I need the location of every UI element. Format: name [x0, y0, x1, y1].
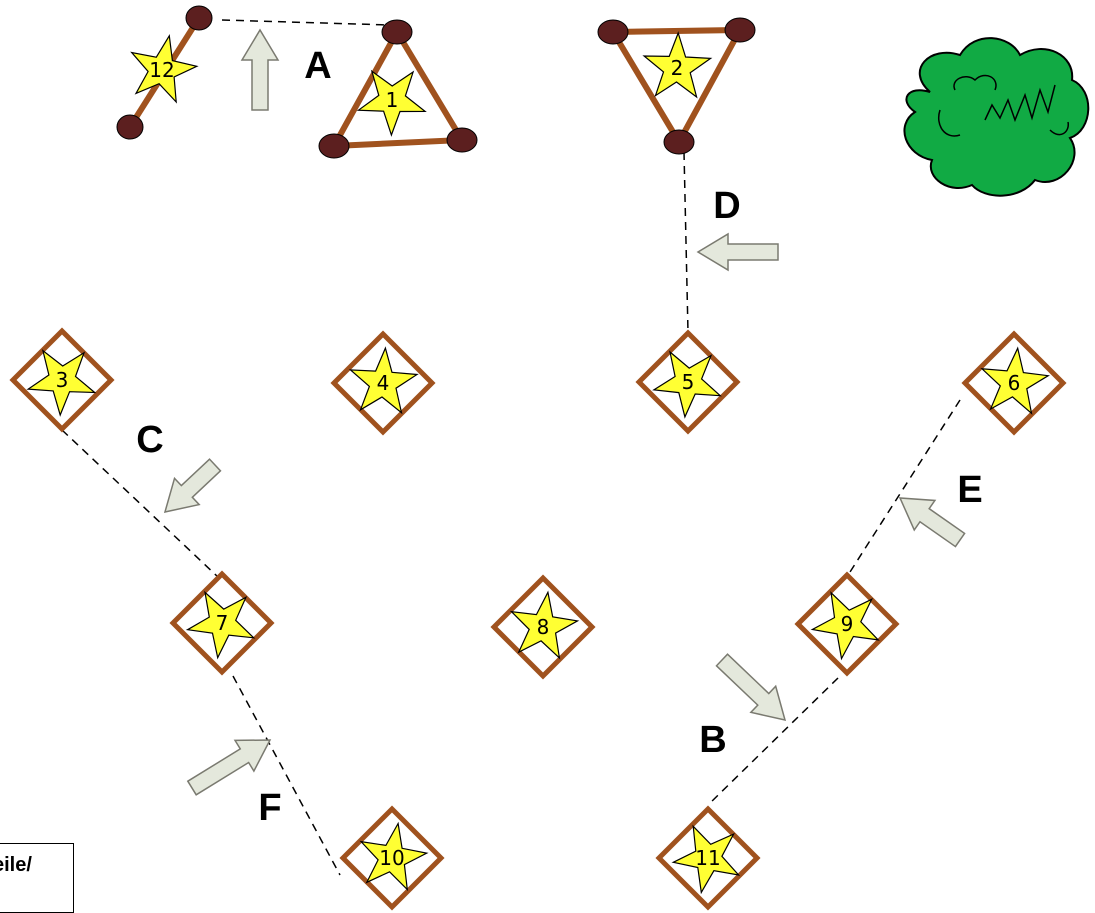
node-10: 10 — [339, 805, 445, 911]
node-label-12: 12 — [149, 58, 174, 82]
direction-label-b: B — [699, 719, 726, 761]
direction-label-c: C — [136, 419, 163, 461]
star-icon — [509, 590, 580, 660]
direction-arrow-4-icon — [898, 497, 966, 548]
direction-labels-layer: A B C D E F — [136, 45, 982, 829]
star-icon — [356, 69, 427, 137]
direction-arrow-5-icon — [715, 653, 787, 722]
pole-1-2 — [446, 127, 478, 153]
arrows-layer — [163, 28, 966, 796]
node-label-8: 8 — [537, 615, 550, 639]
node-label-4: 4 — [377, 371, 390, 395]
triangle-frame-1 — [328, 25, 468, 150]
star-icon — [348, 346, 419, 415]
edge-9-11 — [707, 677, 839, 806]
node-12: 12 — [116, 5, 213, 140]
pole-12-2 — [116, 114, 144, 140]
node-label-5: 5 — [682, 370, 695, 394]
node-2: 2 — [597, 17, 756, 155]
edge-2-5 — [683, 151, 689, 333]
star-icon — [359, 821, 429, 892]
triangle-frame-2 — [607, 26, 746, 149]
node-6: 6 — [961, 330, 1067, 436]
pole-1-3 — [318, 133, 350, 159]
edges-layer — [61, 19, 961, 876]
direction-arrow-2-icon — [696, 232, 779, 272]
pole-12-1 — [185, 5, 213, 31]
star-icon — [652, 350, 722, 419]
node-11: 11 — [655, 805, 761, 911]
node-9: 9 — [794, 571, 900, 677]
node-5: 5 — [635, 329, 741, 435]
node-label-7: 7 — [216, 611, 229, 635]
star-icon — [185, 590, 256, 660]
direction-label-d: D — [713, 185, 740, 227]
edge-12-1 — [221, 19, 391, 26]
pole-2-1 — [597, 19, 629, 45]
pole-1-1 — [381, 19, 413, 45]
node-1: 1 — [318, 19, 478, 159]
direction-label-e: E — [957, 469, 982, 511]
node-label-6: 6 — [1008, 371, 1021, 395]
star-icon — [642, 31, 713, 99]
bush-icon — [903, 37, 1090, 197]
star-icon — [130, 34, 199, 104]
node-3: 3 — [9, 327, 115, 433]
star-icon — [26, 349, 97, 417]
edge-3-7 — [61, 429, 219, 578]
node-4: 4 — [330, 330, 436, 436]
pole-2-3 — [663, 129, 695, 155]
star-icon — [810, 591, 880, 661]
pole-2-2 — [724, 17, 756, 43]
node-7: 7 — [169, 570, 275, 676]
direction-arrow-1-icon — [240, 28, 280, 111]
node-label-11: 11 — [695, 846, 720, 870]
node-label-1: 1 — [386, 88, 399, 112]
node-label-10: 10 — [379, 846, 404, 870]
node-label-2: 2 — [671, 56, 684, 80]
edge-7-10 — [232, 675, 341, 876]
legend-box: eile/ — [0, 843, 74, 913]
node-label-3: 3 — [56, 368, 69, 392]
direction-label-a: A — [304, 45, 331, 87]
node-8: 8 — [490, 574, 596, 680]
edge-6-9 — [849, 399, 961, 573]
direction-arrow-3-icon — [163, 458, 222, 513]
legend-text: eile/ — [0, 854, 32, 876]
direction-arrow-6-icon — [186, 739, 272, 796]
star-icon — [980, 346, 1050, 415]
direction-label-f: F — [258, 787, 281, 829]
node-label-9: 9 — [841, 612, 854, 636]
star-icon — [671, 824, 741, 895]
